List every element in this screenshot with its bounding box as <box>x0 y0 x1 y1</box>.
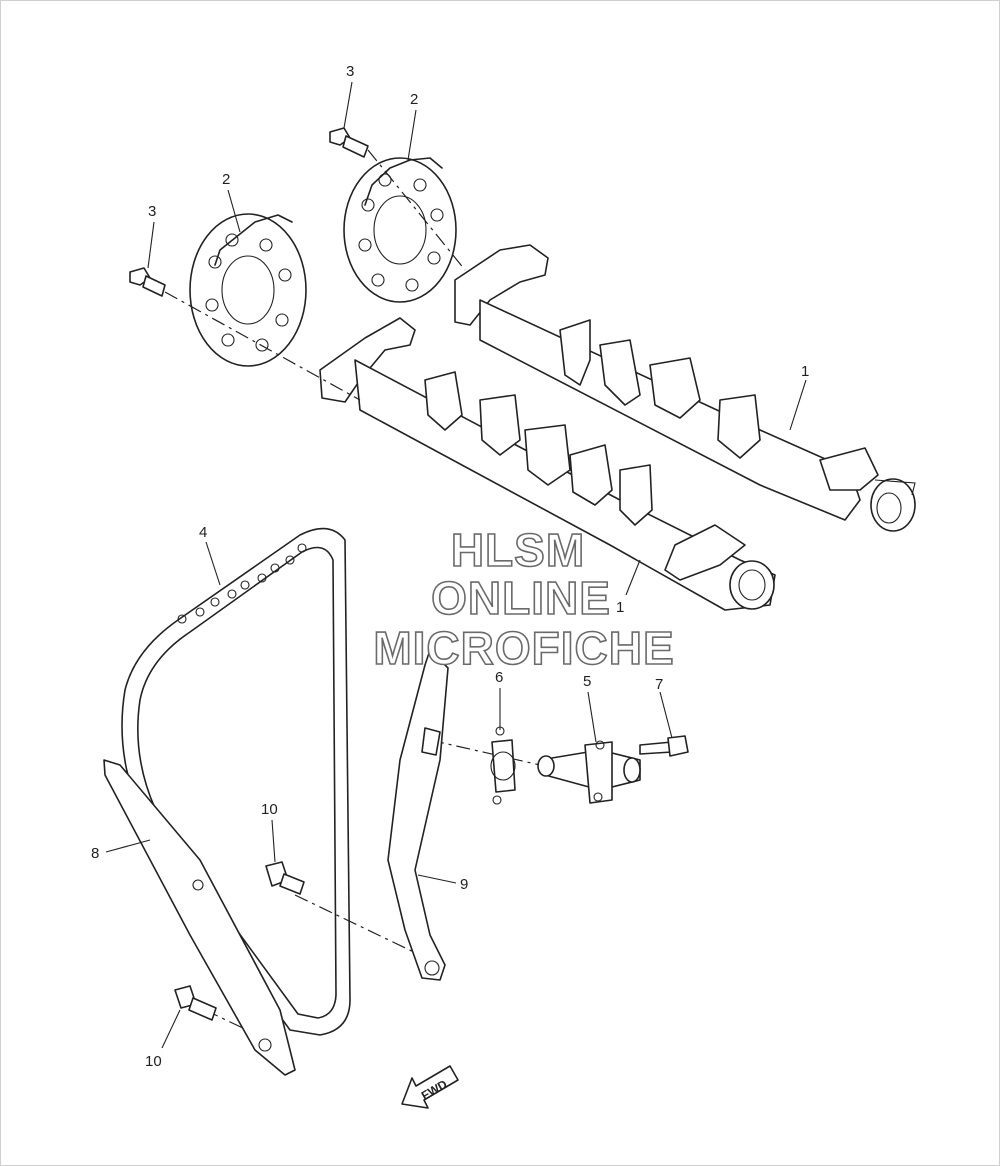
callout-labels: 3 2 2 3 1 1 4 6 5 7 10 8 9 10 <box>91 63 809 1070</box>
callout-10-upper: 10 <box>261 801 278 818</box>
callout-6: 6 <box>495 669 503 686</box>
watermark-line-2: ONLINE <box>431 572 611 624</box>
callout-10-lower: 10 <box>145 1053 162 1070</box>
callout-1-front: 1 <box>616 599 624 616</box>
callout-1-rear: 1 <box>801 363 809 380</box>
watermark: HLSM ONLINE MICROFICHE <box>373 523 675 675</box>
cam-sprocket-front <box>343 157 457 303</box>
camshaft-rear <box>454 244 916 532</box>
sprocket-bolt-rear <box>129 267 166 297</box>
tensioner-bolt <box>639 735 689 757</box>
guide-bolt-upper <box>265 861 305 895</box>
callout-2-front: 2 <box>410 91 418 108</box>
tensioner-gasket <box>490 726 516 805</box>
chain-tensioner <box>537 740 641 804</box>
callout-7: 7 <box>655 676 663 693</box>
callout-3-front: 3 <box>346 63 354 80</box>
sprocket-bolt-front <box>329 127 369 158</box>
guide-bolt-lower <box>174 985 217 1021</box>
leader-lines <box>105 81 807 1049</box>
callout-9: 9 <box>460 876 468 893</box>
tensioner-arm <box>387 649 449 981</box>
callout-3-rear: 3 <box>148 203 156 220</box>
watermark-line-3: MICROFICHE <box>373 622 674 674</box>
watermark-line-1: HLSM <box>451 524 585 576</box>
callout-8: 8 <box>91 845 99 862</box>
camshaft-front <box>319 317 776 611</box>
cam-sprocket-rear <box>189 213 307 367</box>
callout-2-rear: 2 <box>222 171 230 188</box>
chain-guide <box>103 759 296 1076</box>
callout-4: 4 <box>199 524 207 541</box>
callout-5: 5 <box>583 673 591 690</box>
forward-direction-arrow: FWD <box>401 1065 459 1109</box>
